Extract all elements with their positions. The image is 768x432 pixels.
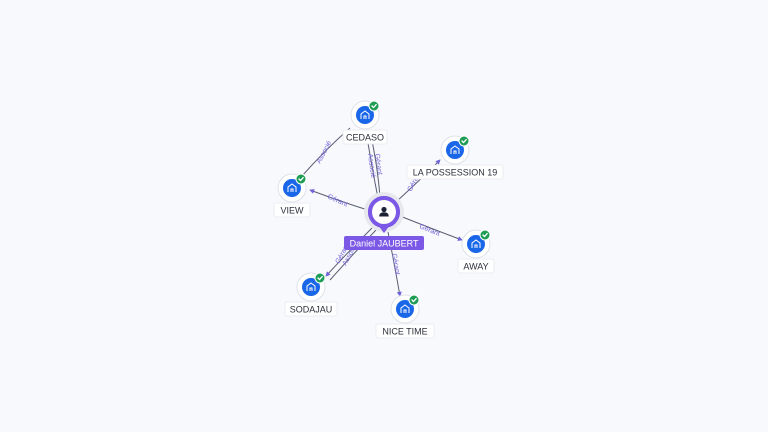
edge-view-gerant: Gérant <box>309 189 369 211</box>
verified-badge <box>458 135 470 147</box>
company-label: SODAJAU <box>290 305 333 315</box>
person-icon <box>379 206 389 217</box>
company-node-sodajau[interactable]: SODAJAU <box>284 272 338 317</box>
verified-badge <box>295 173 307 185</box>
verified-badge <box>368 100 380 112</box>
building-icon <box>306 282 316 291</box>
building-icon <box>450 145 460 154</box>
edge-label: Gérant <box>326 193 348 208</box>
person-label: Daniel JAUBERT <box>350 239 419 249</box>
company-node-cedaso[interactable]: CEDASO <box>342 100 388 145</box>
company-label: LA POSSESSION 19 <box>413 168 498 178</box>
building-icon <box>471 239 481 248</box>
edge-label: Associé <box>316 140 334 165</box>
verified-badge <box>314 272 326 284</box>
company-label: CEDASO <box>346 133 384 143</box>
edge-label: Gérant <box>373 153 383 175</box>
company-node-away[interactable]: AWAY <box>457 229 495 274</box>
building-icon <box>360 110 370 119</box>
building-icon <box>287 183 297 192</box>
verified-badge <box>479 229 491 241</box>
edge-label: Gérant <box>390 253 401 275</box>
company-label: AWAY <box>463 262 488 272</box>
company-node-nice-time[interactable]: NICE TIME <box>375 294 435 339</box>
company-label: VIEW <box>280 206 304 216</box>
company-label: NICE TIME <box>382 327 427 337</box>
company-node-view[interactable]: VIEW <box>273 173 311 218</box>
company-node-la-possession-19[interactable]: LA POSSESSION 19 <box>406 135 504 180</box>
edge-label: Gérant <box>418 223 441 238</box>
person-node[interactable]: Daniel JAUBERT <box>344 192 424 250</box>
building-icon <box>400 304 410 313</box>
edge-label: Associé <box>366 153 376 178</box>
verified-badge <box>408 294 420 306</box>
